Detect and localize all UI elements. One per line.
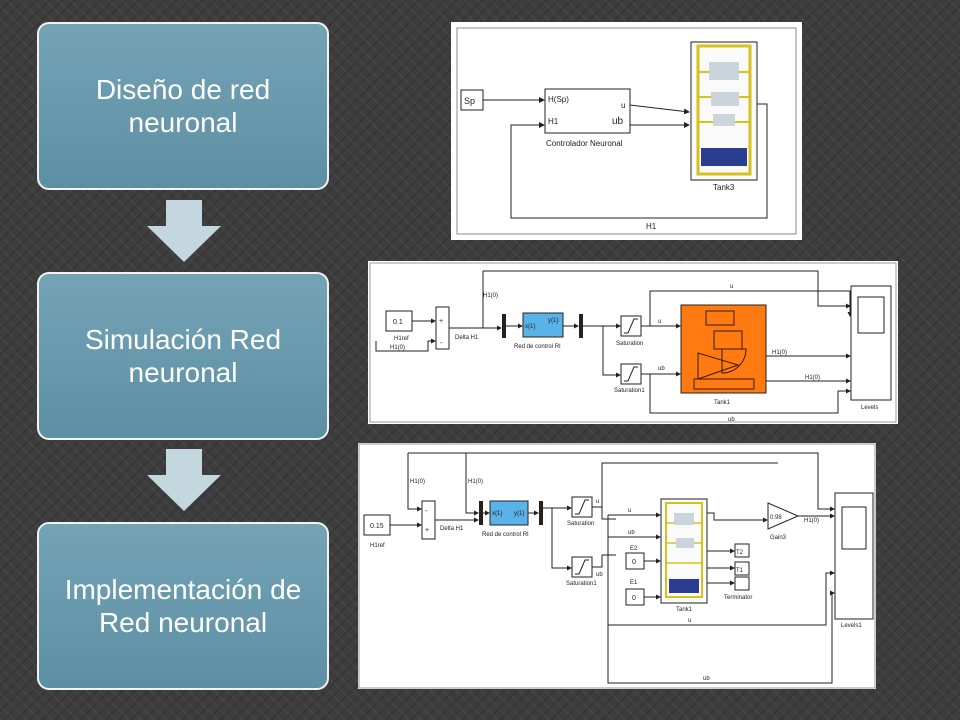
h1-a-label: H1(0) — [410, 479, 425, 485]
saturation-label: Saturation — [567, 521, 594, 527]
controller-output-ub: ub — [612, 116, 624, 127]
e2-value: 0 — [632, 559, 636, 566]
simulink-diagram-implementation: 0.15 H1ref - + H1(0) Delta H1 H1(0) x{1}… — [358, 443, 876, 689]
simulink-diagram-simulation: 0.1 H1ref H1(0) + - Delta H1 H1(0) x{1} … — [368, 261, 898, 424]
down-arrow-icon — [147, 200, 221, 262]
nn-input: x{1} — [525, 324, 535, 330]
t2-label: T2 — [736, 550, 744, 556]
saturation1-label: Saturation1 — [614, 388, 645, 394]
delta-h1-label: Delta H1 — [455, 335, 479, 341]
tank1-label: Tank1 — [714, 400, 731, 406]
sum-plus: + — [439, 318, 443, 325]
h1ref-name: H1ref — [370, 543, 385, 549]
neural-controller-block — [544, 88, 631, 134]
ub1-label: ub — [596, 572, 603, 578]
terminator-block — [734, 576, 750, 591]
delta-h1-label: Delta H1 — [440, 526, 464, 532]
ub2-label: ub — [628, 530, 635, 536]
t1-block — [734, 561, 750, 576]
t2-block — [734, 543, 750, 558]
gain3-block — [767, 502, 800, 530]
gain-name: Gain3 — [770, 535, 787, 541]
ub-bottom-label: ub — [728, 417, 735, 423]
neural-network-block — [522, 312, 564, 338]
levels1-scope-block — [834, 492, 874, 620]
nn-output: y{1} — [514, 511, 524, 517]
e2-label: E2 — [630, 546, 638, 552]
e1-label: E1 — [630, 580, 638, 586]
top-h1-label: H1(0) — [483, 293, 498, 299]
feedback-h1-label: H1 — [646, 222, 657, 231]
u2-label: u — [628, 508, 631, 514]
h1ref-value: 0.1 — [393, 319, 403, 326]
tank1-label: Tank1 — [676, 607, 693, 613]
h1-out-label: H1(0) — [804, 518, 819, 524]
controller-name: Controlador Neuronal — [546, 139, 623, 148]
h1-input-label: H1(0) — [390, 345, 405, 351]
step-simulation: Simulación Red neuronal — [37, 272, 329, 440]
step-implementation: Implementación de Red neuronal — [37, 522, 329, 690]
u1-label: u — [596, 499, 599, 505]
down-arrow-icon — [147, 449, 221, 511]
sp-label: Sp — [464, 96, 475, 106]
nn-output: y{1} — [548, 318, 558, 324]
gain-value: 0.98 — [770, 515, 782, 521]
step-design-label: Diseño de red neuronal — [95, 73, 271, 138]
nn-name: Red de control RI — [482, 532, 529, 538]
controller-output-u: u — [621, 101, 625, 110]
h1ref-value: 0.15 — [370, 523, 384, 530]
ub-mid-label: ub — [658, 366, 665, 372]
saturation-label: Saturation — [616, 341, 643, 347]
h1ref-name: H1ref — [394, 336, 409, 342]
sum-plus: + — [425, 527, 429, 534]
levels1-label: Levels1 — [841, 623, 862, 629]
controller-input-hsp: H(Sp) — [548, 95, 569, 104]
t1-label: T1 — [736, 568, 744, 574]
saturation1-label: Saturation1 — [566, 581, 597, 587]
controller-input-h1: H1 — [548, 117, 559, 126]
neural-network-block — [489, 500, 529, 526]
ub-bottom-label: ub — [703, 676, 710, 682]
e1-value: 0 — [632, 595, 636, 602]
simulink-diagram-design: Sp H(Sp) H1 u ub Controlador Neuronal Ta… — [451, 22, 802, 240]
sum-minus: - — [440, 340, 443, 347]
nn-name: Red de control RI — [514, 344, 561, 350]
sum-minus: - — [425, 508, 428, 515]
step-implementation-label: Implementación de Red neuronal — [64, 573, 302, 638]
sum-block — [435, 306, 450, 350]
step-design: Diseño de red neuronal — [37, 22, 329, 190]
levels-label: Levels — [861, 405, 878, 411]
nn-input: x{1} — [492, 511, 502, 517]
u-top-label: u — [730, 284, 733, 290]
h1-out1-label: H1(0) — [772, 350, 787, 356]
h1-b-label: H1(0) — [468, 479, 483, 485]
u-mid-label: u — [658, 319, 661, 325]
terminator-label: Terminator — [724, 595, 752, 601]
h1-out2-label: H1(0) — [805, 375, 820, 381]
step-simulation-label: Simulación Red neuronal — [84, 323, 282, 388]
tank3-label: Tank3 — [713, 183, 735, 192]
u-bottom-label: u — [688, 618, 691, 624]
